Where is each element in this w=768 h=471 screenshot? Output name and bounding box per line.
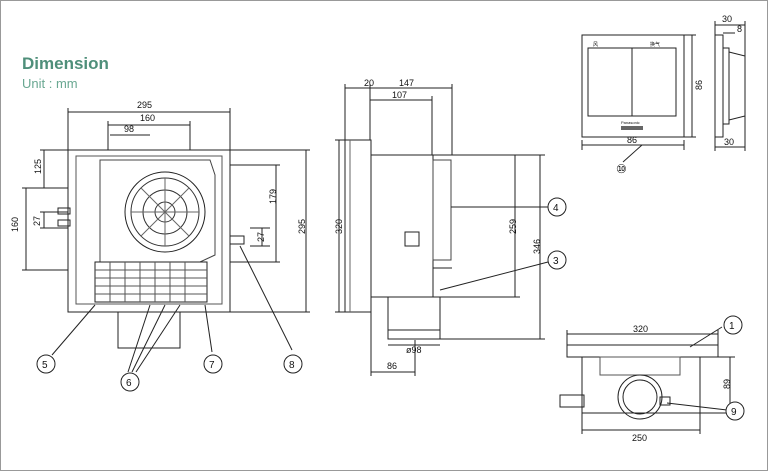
callout-1-label: 1 — [729, 321, 735, 332]
dim-switch-w86: 86 — [627, 135, 637, 145]
dim-switch-h86: 86 — [694, 80, 704, 90]
dim-front-left-125: 125 — [33, 159, 43, 174]
dim-front-right-27: 27 — [256, 232, 266, 242]
callout-7-label: 7 — [209, 360, 215, 371]
callout-6: 6 — [120, 372, 140, 392]
dim-side-98: ø98 — [406, 345, 422, 355]
dim-front-width: 295 — [137, 100, 152, 110]
callout-1: 1 — [723, 315, 743, 335]
callout-3: 3 — [547, 250, 567, 270]
sheet-title: Dimension — [22, 54, 109, 73]
bottom-view — [559, 326, 735, 434]
callout-9: 9 — [725, 401, 745, 421]
callout-10: ⑩ — [616, 162, 627, 176]
callout-7: 7 — [203, 354, 223, 374]
callout-4: 4 — [547, 197, 567, 217]
dim-switch-d8: 8 — [737, 24, 742, 34]
dim-side-107: 107 — [392, 90, 407, 100]
callout-9-label: 9 — [731, 407, 737, 418]
switch-view — [581, 21, 746, 163]
front-view — [22, 108, 310, 373]
callout-4-label: 4 — [553, 203, 559, 214]
switch-right-label: 换气 — [650, 41, 660, 48]
dim-side-259: 259 — [508, 219, 518, 234]
dim-switch-d30: 30 — [722, 14, 732, 24]
dim-front-top-small: 98 — [124, 124, 134, 134]
switch-brand-label: Panasonic — [621, 120, 640, 125]
dim-side-320: 320 — [334, 219, 344, 234]
switch-left-label: 风 — [593, 42, 598, 48]
callout-5: 5 — [36, 354, 56, 374]
dim-switch-d30b: 30 — [724, 137, 734, 147]
callout-8: 8 — [283, 354, 303, 374]
callout-6-label: 6 — [126, 378, 132, 389]
dim-front-top-inner: 160 — [140, 113, 155, 123]
dim-side-346: 346 — [532, 239, 542, 254]
dim-side-86: 86 — [387, 361, 397, 371]
dim-front-left-160: 160 — [10, 217, 20, 232]
callout-8-label: 8 — [289, 360, 295, 371]
callout-3-label: 3 — [553, 256, 559, 267]
dim-front-left-27: 27 — [32, 216, 42, 226]
dim-front-right-295: 295 — [297, 219, 307, 234]
dim-bottom-250: 250 — [632, 433, 647, 443]
dim-bottom-320: 320 — [633, 324, 648, 334]
callout-5-label: 5 — [42, 360, 48, 371]
side-view — [335, 84, 549, 376]
dim-front-right-179: 179 — [268, 189, 278, 204]
dim-side-147: 147 — [399, 78, 414, 88]
dim-side-20: 20 — [364, 78, 374, 88]
unit-label: Unit : mm — [22, 76, 78, 91]
dim-bottom-89: 89 — [722, 379, 732, 389]
